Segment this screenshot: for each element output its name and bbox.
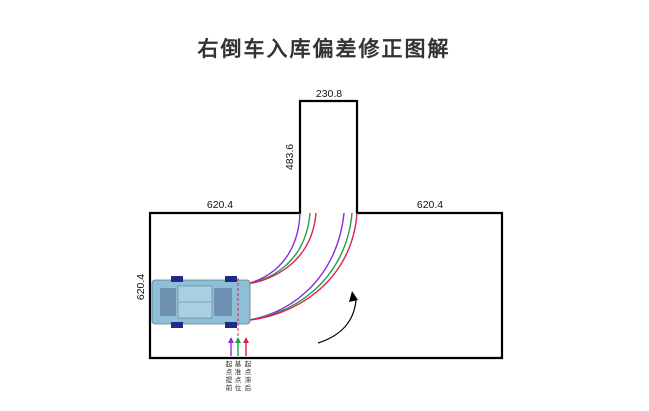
caption-char: 滞: [245, 375, 252, 384]
caption-char: 起: [226, 360, 233, 368]
road-height-label: 620.4: [135, 274, 147, 300]
marker-late-arrowhead-icon: [243, 337, 249, 343]
caption-char: 起: [245, 360, 252, 368]
caption-start-early: 起 点 提 前: [226, 360, 233, 392]
turn-direction-arrow-icon: [317, 291, 358, 344]
caption-char: 基: [235, 359, 242, 368]
marker-captions: 起 点 提 前 基 准 点 位 起 点 滞 后: [226, 359, 252, 392]
path-late-start-inner: [239, 212, 358, 322]
reversing-paths: [237, 212, 358, 322]
road-left-width-label: 620.4: [207, 199, 233, 211]
path-early-start-outer: [237, 212, 301, 286]
garage-width-label: 230.8: [316, 88, 342, 100]
path-early-start-inner: [239, 212, 345, 322]
caption-start-late: 起 点 滞 后: [245, 360, 252, 392]
marker-base-arrowhead-icon: [235, 337, 241, 343]
caption-char: 位: [235, 383, 242, 392]
garage-depth-label: 483.6: [284, 144, 296, 170]
road-right-width-label: 620.4: [417, 199, 443, 211]
car-rear-window: [160, 288, 176, 316]
car-wheel-front-left: [225, 276, 237, 282]
marker-early-arrowhead-icon: [228, 337, 234, 343]
caption-char: 前: [226, 383, 233, 392]
path-late-start-outer: [237, 212, 317, 286]
caption-char: 提: [226, 375, 233, 384]
car-top-view: [151, 276, 251, 328]
car-wheel-rear-left: [171, 276, 183, 282]
caption-char: 后: [245, 383, 252, 392]
caption-base-point: 基 准 点 位: [235, 359, 242, 392]
car-windshield: [214, 288, 232, 316]
path-base-inner: [239, 212, 353, 322]
car-wheel-rear-right: [171, 322, 183, 328]
caption-char: 点: [245, 368, 252, 376]
caption-char: 准: [235, 367, 242, 376]
caption-char: 点: [226, 368, 233, 376]
car-wheel-front-right: [225, 322, 237, 328]
marker-arrows: [228, 337, 249, 356]
caption-char: 点: [235, 376, 242, 384]
diagram-title: 右倒车入库偏差修正图解: [198, 37, 451, 61]
